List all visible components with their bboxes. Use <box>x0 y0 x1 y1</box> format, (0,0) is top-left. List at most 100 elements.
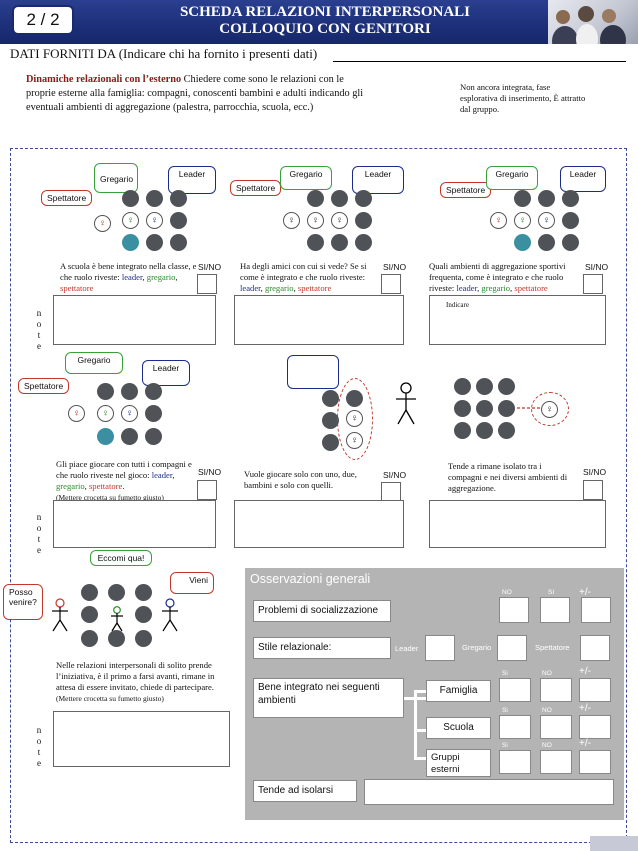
stile-spettatore-label: Spettatore <box>535 643 570 652</box>
q3-gregario-tag[interactable]: Gregario <box>486 166 538 190</box>
q7-hint: (Mettere crocetta su fumetto giusto) <box>56 694 164 703</box>
scuola-pm-box[interactable] <box>579 715 611 739</box>
dati-forniti-line[interactable] <box>333 61 626 62</box>
q1-person-circle <box>170 190 187 207</box>
gruppi-pm-label: +/- <box>579 738 591 749</box>
stile-gregario-box[interactable] <box>497 635 527 661</box>
q4-spettatore-tag[interactable]: Spettatore <box>18 378 70 394</box>
q3-spettatore-figure: ♀ <box>490 212 507 229</box>
top-note: Non ancora integrata, fase esplorativa d… <box>460 82 586 114</box>
gruppi-pm-box[interactable] <box>579 750 611 774</box>
eccomi-tag[interactable]: Eccomi qua! <box>90 550 152 566</box>
q1-notes-box[interactable] <box>53 295 216 345</box>
q3-sino-checkbox[interactable] <box>583 274 603 294</box>
q7-text: Nelle relazioni interpersonali di solito… <box>56 660 215 692</box>
q3-question: Quali ambienti di aggregazione sportivi … <box>429 261 566 293</box>
q4-gregario-word: gregario <box>56 481 85 491</box>
connector-line <box>414 690 426 693</box>
scuola-no-label: NO <box>542 707 552 714</box>
q2-notes-box[interactable] <box>234 295 404 345</box>
q1-text: A scuola è bene integrato nella classe, … <box>60 261 197 282</box>
famiglia-si-box[interactable] <box>499 678 531 702</box>
stile-leader-box[interactable] <box>425 635 455 661</box>
gruppi-si-box[interactable] <box>499 750 531 774</box>
famiglia-no-label: NO <box>542 670 552 677</box>
intro-bold: Dinamiche relazionali con l’esterno <box>26 74 182 85</box>
famiglia-pm-box[interactable] <box>579 678 611 702</box>
q6-person-circle <box>454 422 471 439</box>
q2-leader-word: leader <box>240 283 261 293</box>
q6-person-circle <box>498 400 515 417</box>
q2-sino-checkbox[interactable] <box>381 274 401 294</box>
q2-text: Ha degli amici con cui si vede? Se si co… <box>240 261 367 282</box>
q4-sino-checkbox[interactable] <box>197 480 217 500</box>
q3-indicare: Indicare <box>446 301 469 309</box>
q5-question: Vuole giocare solo con uno, due, bambini… <box>244 469 357 490</box>
q5-notes-box[interactable] <box>234 500 404 548</box>
q6-person-circle <box>476 422 493 439</box>
q2-spettatore-tag[interactable]: Spettatore <box>230 180 282 196</box>
q1-spettatore-tag[interactable]: Spettatore <box>41 190 93 206</box>
q4-notes-box[interactable] <box>53 500 216 548</box>
q4-spettatore-word: spettatore <box>88 481 123 491</box>
stile-label: Stile relazionale: <box>253 637 391 659</box>
q1-person-circle <box>170 212 187 229</box>
q2-gregario-tag[interactable]: Gregario <box>280 166 332 190</box>
q5-highlight-ellipse <box>337 378 373 460</box>
q2-person-circle <box>355 212 372 229</box>
q4-person-circle <box>121 428 138 445</box>
q6-isolated-figure: ♀ <box>541 401 558 418</box>
gruppi-no-box[interactable] <box>540 750 572 774</box>
q1-leader-tag[interactable]: Leader <box>168 166 216 194</box>
famiglia-no-box[interactable] <box>540 678 572 702</box>
q3-notes-box[interactable]: Indicare <box>429 295 606 345</box>
q2-sino-label: SI/NO <box>383 262 407 272</box>
q3-leader-tag[interactable]: Leader <box>560 166 606 192</box>
q1-gregario-figure: ♀ <box>122 212 139 229</box>
q2-leader-tag[interactable]: Leader <box>352 166 404 194</box>
q1-gregario-tag[interactable]: Gregario <box>94 163 138 193</box>
q2-person-circle <box>331 234 348 251</box>
q7-notes-box[interactable] <box>53 711 230 767</box>
stile-gregario-label: Gregario <box>462 643 492 652</box>
vieni-tag[interactable]: Vieni <box>170 572 214 594</box>
scuola-si-box[interactable] <box>499 715 531 739</box>
q6-notes-box[interactable] <box>429 500 606 548</box>
q4-gregario-tag[interactable]: Gregario <box>65 352 123 374</box>
q6-isolated-ellipse <box>531 392 569 426</box>
q3-leader-word: leader <box>456 283 478 293</box>
title-line-1: SCHEDA RELAZIONI INTERPERSONALI <box>179 4 471 20</box>
q7-question: Nelle relazioni interpersonali di solito… <box>56 660 226 704</box>
problemi-si-box[interactable] <box>540 597 570 623</box>
q1-person-circle <box>122 190 139 207</box>
scuola-si-label: Si <box>502 707 508 714</box>
q7-person-circle <box>81 606 98 623</box>
q6-sino-checkbox[interactable] <box>583 480 603 500</box>
q4-gregario-figure: ♀ <box>97 405 114 422</box>
scuola-no-box[interactable] <box>540 715 572 739</box>
q1-question: A scuola è bene integrato nella classe, … <box>60 261 197 293</box>
posso-tag[interactable]: Posso venire? <box>3 584 43 620</box>
q3-text: Quali ambienti di aggregazione sportivi … <box>429 261 566 293</box>
q1-sino-checkbox[interactable] <box>197 274 217 294</box>
q4-leader-word: leader <box>151 470 173 480</box>
q4-leader-tag[interactable]: Leader <box>142 360 190 386</box>
q2-leader-figure: ♀ <box>331 212 348 229</box>
famiglia-label: Famiglia <box>426 680 491 702</box>
scuola-label: Scuola <box>426 717 491 739</box>
header-bar <box>0 0 638 44</box>
q5-speech-bubble[interactable] <box>287 355 339 389</box>
q6-person-circle <box>476 400 493 417</box>
problemi-no-box[interactable] <box>499 597 529 623</box>
observations-title: Osservazioni generali <box>250 572 371 586</box>
q5-sino-checkbox[interactable] <box>381 482 401 502</box>
q3-spettatore-tag[interactable]: Spettatore <box>440 182 492 198</box>
q4-person-circle <box>145 383 162 400</box>
q1-spettatore-figure: ♀ <box>94 215 111 232</box>
problemi-pm-box[interactable] <box>581 597 611 623</box>
stile-spettatore-box[interactable] <box>580 635 610 661</box>
q4-leader-figure: ♀ <box>121 405 138 422</box>
tende-isolarsi-box[interactable] <box>364 779 614 805</box>
main-dashed-frame <box>10 148 627 843</box>
